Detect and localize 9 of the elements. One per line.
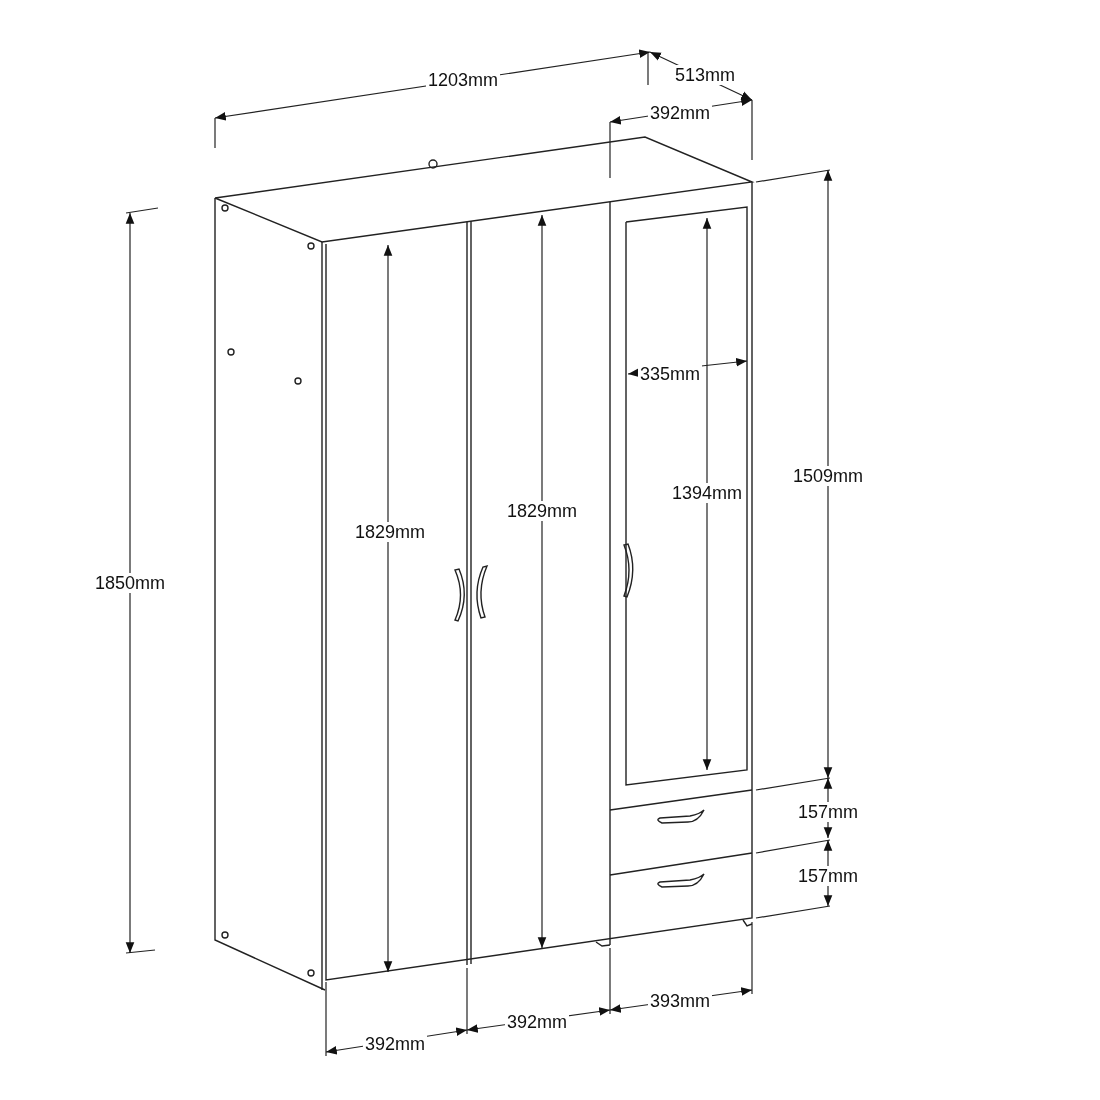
dimension-label: 513mm bbox=[673, 65, 737, 85]
dimension-label: 1394mm bbox=[670, 483, 744, 503]
dimension-label: 1850mm bbox=[93, 573, 167, 593]
dimension-label: 1203mm bbox=[426, 70, 500, 90]
dimension-label: 157mm bbox=[796, 866, 860, 886]
dimension-label: 1829mm bbox=[353, 522, 427, 542]
dimension-label: 157mm bbox=[796, 802, 860, 822]
dimension-label: 1829mm bbox=[505, 501, 579, 521]
dimension-label: 1509mm bbox=[791, 466, 865, 486]
